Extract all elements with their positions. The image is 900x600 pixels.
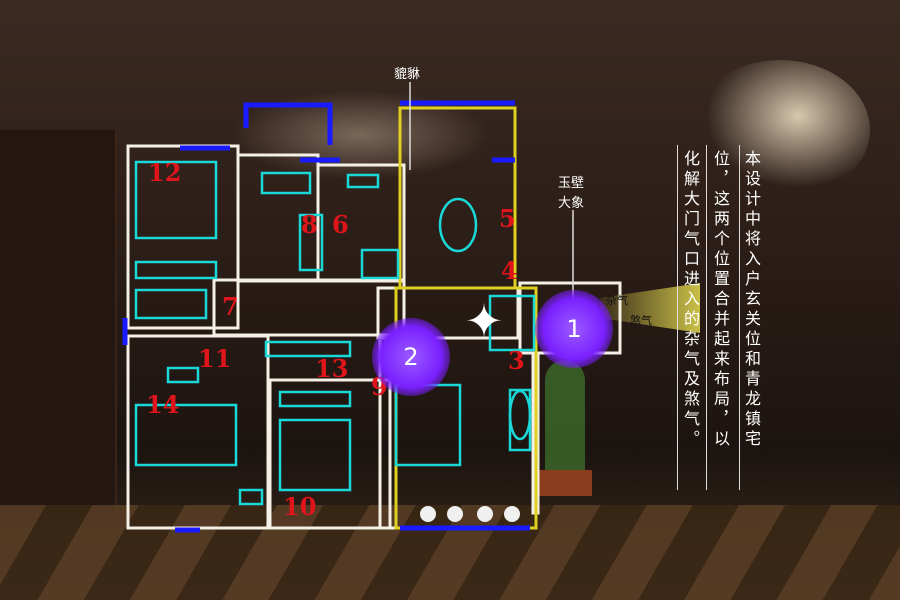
room-number-5: 5: [499, 204, 516, 233]
label-elephant: 大象: [558, 196, 585, 211]
divider-line: [677, 145, 678, 490]
floor-tiles: [0, 505, 900, 600]
plan-furniture: [134, 160, 536, 506]
pixiu-icon: ✦: [464, 294, 504, 348]
plan-blue-walls: [122, 100, 530, 533]
plant-decor: [545, 360, 585, 490]
label-pixiu: 貔貅: [394, 67, 421, 82]
plan-plants: [420, 506, 520, 522]
plant-pot: [538, 470, 592, 496]
room-number-14: 14: [146, 390, 180, 419]
room-number-3: 3: [508, 346, 525, 375]
room-number-8: 8: [301, 210, 318, 239]
room-number-7: 7: [222, 292, 239, 321]
left-door: [0, 130, 117, 520]
room-number-6: 6: [332, 210, 349, 239]
description-column-3: 化解大门气口进入的杂气及煞气。: [681, 150, 700, 450]
marker-circle-1: 1: [535, 290, 613, 368]
description-column-2: 位，这两个位置合并起来布局，以: [711, 150, 730, 450]
room-number-12: 12: [148, 158, 182, 187]
marker-circle-2: 2: [372, 318, 450, 396]
description-column-1: 本设计中将入户玄关位和青龙镇宅: [742, 150, 761, 450]
room-number-11: 11: [198, 344, 232, 373]
divider-line: [706, 145, 707, 490]
label-sha-qi: 煞气: [630, 314, 652, 327]
room-number-4: 4: [501, 256, 518, 285]
room-number-10: 10: [283, 492, 317, 521]
wall-lamp-glow: [690, 60, 870, 200]
label-za-qi: 杂气: [606, 294, 628, 307]
label-jade-wall: 玉壁: [558, 176, 585, 191]
room-number-13: 13: [315, 354, 349, 383]
divider-line: [739, 145, 740, 490]
